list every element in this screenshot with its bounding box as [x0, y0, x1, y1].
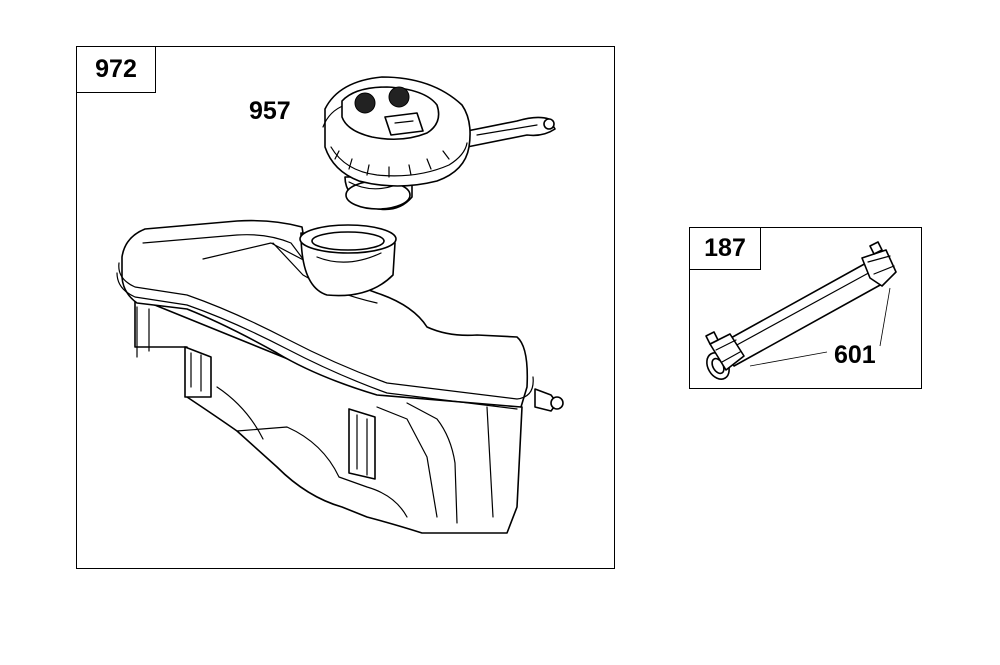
assembly-number-label: 187 [689, 227, 761, 270]
callout-601: 601 [834, 341, 876, 369]
hose-clamp-icon [705, 241, 897, 371]
fuel-tank-illustration [116, 76, 564, 534]
assembly-panel-972: 972 [76, 46, 615, 569]
fuel-tank-icon [116, 219, 564, 534]
fuel-cap-icon [322, 76, 556, 211]
assembly-panel-187: 187 601 [689, 227, 922, 389]
fuel-hose-illustration [705, 241, 897, 380]
callout-957: 957 [249, 97, 291, 125]
assembly-number-label: 972 [76, 46, 156, 93]
